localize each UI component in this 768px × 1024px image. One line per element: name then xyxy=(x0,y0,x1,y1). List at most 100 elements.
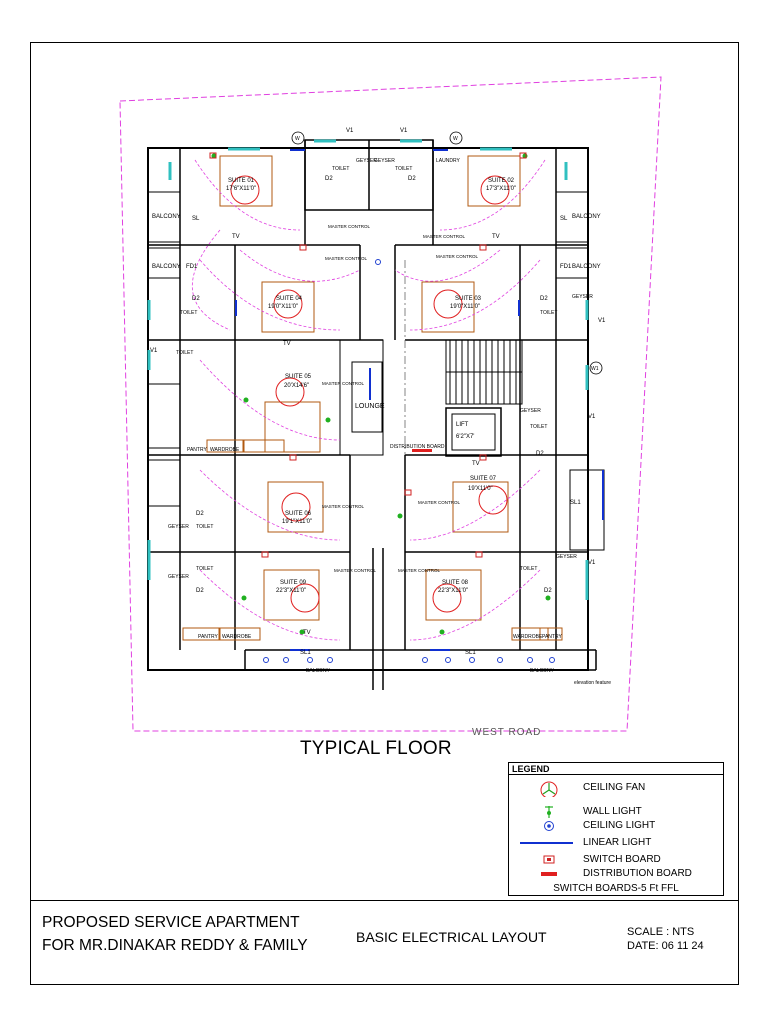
wall-light-icon xyxy=(299,629,305,635)
master-control-label: MASTER CONTROL xyxy=(398,568,441,573)
balcony-label: BALCONY xyxy=(530,668,555,674)
door-label: D2 xyxy=(325,176,333,182)
legend-item: LINEAR LIGHT xyxy=(509,836,723,850)
suite-dim: 19'0"X11'0" xyxy=(450,304,480,310)
linear-lights xyxy=(235,149,604,651)
geyser-label: GEYSER xyxy=(374,158,395,164)
ceiling-fan-icon xyxy=(478,485,508,515)
switch-board-icon xyxy=(404,489,412,496)
legend-label: WALL LIGHT xyxy=(583,806,642,817)
legend-label: SWITCH BOARD xyxy=(583,854,661,865)
ceiling-fan-icon xyxy=(290,583,320,613)
staircase xyxy=(445,339,523,405)
suite-label: SUITE 07 xyxy=(470,476,497,482)
ventilator-label: V1 xyxy=(150,348,158,354)
suite-label: SUITE 05 xyxy=(285,374,312,380)
ceiling-light-icon xyxy=(327,657,333,663)
legend-divider xyxy=(509,774,723,775)
tv-label: TV xyxy=(232,234,240,240)
suite-dim: 22'3"X11'0" xyxy=(438,588,468,594)
suite-label: SUITE 04 xyxy=(276,296,303,302)
balcony-label: BALCONY xyxy=(152,214,181,220)
door-label: D2 xyxy=(192,296,200,302)
drawing-title: BASIC ELECTRICAL LAYOUT xyxy=(356,929,547,945)
door-label: D2 xyxy=(408,176,416,182)
legend-label: CEILING FAN xyxy=(583,782,646,793)
lift-label: LIFT xyxy=(456,422,469,428)
wall-light-icon xyxy=(243,397,249,403)
drawing-sheet xyxy=(30,42,739,985)
compass-markers xyxy=(291,131,603,375)
tv-label: TV xyxy=(472,461,480,467)
legend-item: CEILING FAN xyxy=(509,781,723,797)
suite-label: SUITE 03 xyxy=(455,296,482,302)
fd1-label: FD1 xyxy=(186,264,198,270)
ceiling-fan-icon xyxy=(433,289,463,319)
door-label: D2 xyxy=(196,588,204,594)
scale-label: SCALE : NTS xyxy=(627,926,695,938)
ceiling-light-icon xyxy=(527,657,533,663)
pantry-label: PANTRY xyxy=(198,634,218,640)
switch-board-icon xyxy=(519,152,527,159)
ceiling-light-icon xyxy=(307,657,313,663)
sl1-label: SL1 xyxy=(465,650,476,656)
toilet-label: TOILET xyxy=(196,524,213,530)
balcony-label: BALCONY xyxy=(306,668,331,674)
wall-light-icon xyxy=(439,629,445,635)
ventilator-label: V1 xyxy=(400,128,408,134)
geyser-label: GEYSER xyxy=(572,294,593,300)
date-label: DATE: 06 11 24 xyxy=(627,940,704,952)
wall-light-icon xyxy=(211,153,217,159)
toilet-label: TOILET xyxy=(395,166,412,172)
ceiling-light-icon xyxy=(283,657,289,663)
ceiling-light-icon xyxy=(375,259,381,265)
toilet-label: TOILET xyxy=(176,350,193,356)
elevation-note: elevation feature xyxy=(574,680,611,686)
suite-dim: 19'X11'0" xyxy=(468,486,493,492)
suite-dim: 17'3"X11'0" xyxy=(486,186,516,192)
legend-label: CEILING LIGHT xyxy=(583,820,656,831)
lift-dim: 6'2"X7' xyxy=(456,434,474,440)
ventilator-label: V1 xyxy=(346,128,354,134)
master-control-label: MASTER CONTROL xyxy=(325,256,368,261)
ceiling-fan-icon xyxy=(540,781,558,797)
ceiling-fan-icon xyxy=(275,377,305,407)
compass-label: W1 xyxy=(591,366,599,372)
wall-light-icon xyxy=(241,595,247,601)
door-label: D2 xyxy=(544,588,552,594)
door-label: D2 xyxy=(540,296,548,302)
ceiling-fan-icon xyxy=(230,175,260,205)
ceiling-light-icon xyxy=(469,657,475,663)
ceiling-light-icon xyxy=(497,657,503,663)
site-boundary xyxy=(119,76,662,732)
suite-dim: 17'6"X11'0" xyxy=(226,186,256,192)
master-control-label: MASTER CONTROL xyxy=(418,500,461,505)
toilet-label: TOILET xyxy=(196,566,213,572)
suite-dim: 19'0"X11'0" xyxy=(268,304,298,310)
pantry-label: PANTRY xyxy=(187,447,207,453)
balcony-label: BALCONY xyxy=(152,264,181,270)
suite-dim: 20'X14'6" xyxy=(284,383,309,389)
legend-item: CEILING LIGHT xyxy=(509,819,723,833)
distribution-board-icon xyxy=(412,449,432,452)
geyser-label: GEYSER xyxy=(168,524,189,530)
ceiling-lights xyxy=(263,259,555,663)
sl1-label: SL1 xyxy=(300,650,311,656)
ceiling-fan-icon xyxy=(432,583,462,613)
master-control-label: MASTER CONTROL xyxy=(322,504,365,509)
ceiling-light-icon xyxy=(422,657,428,663)
toilet-label: TOILET xyxy=(180,310,197,316)
tv-label: TV xyxy=(283,341,291,347)
master-control-label: MASTER CONTROL xyxy=(436,254,479,259)
wall-light-icon xyxy=(545,595,551,601)
toilet-label: TOILET xyxy=(332,166,349,172)
distribution-board-label: DISTRIBUTION BOARD xyxy=(390,444,445,450)
wall-lights xyxy=(211,153,551,635)
windows xyxy=(147,139,589,600)
wardrobe-label: WARDROBE xyxy=(513,634,543,640)
ceiling-fan-icon xyxy=(480,175,510,205)
plan-labels: SUITE 01 17'6"X11'0" SUITE 02 17'3"X11'0… xyxy=(150,128,606,674)
legend-item: WALL LIGHT xyxy=(509,805,723,819)
ceiling-light-icon xyxy=(549,657,555,663)
fd1-label: FD1 xyxy=(560,264,572,270)
